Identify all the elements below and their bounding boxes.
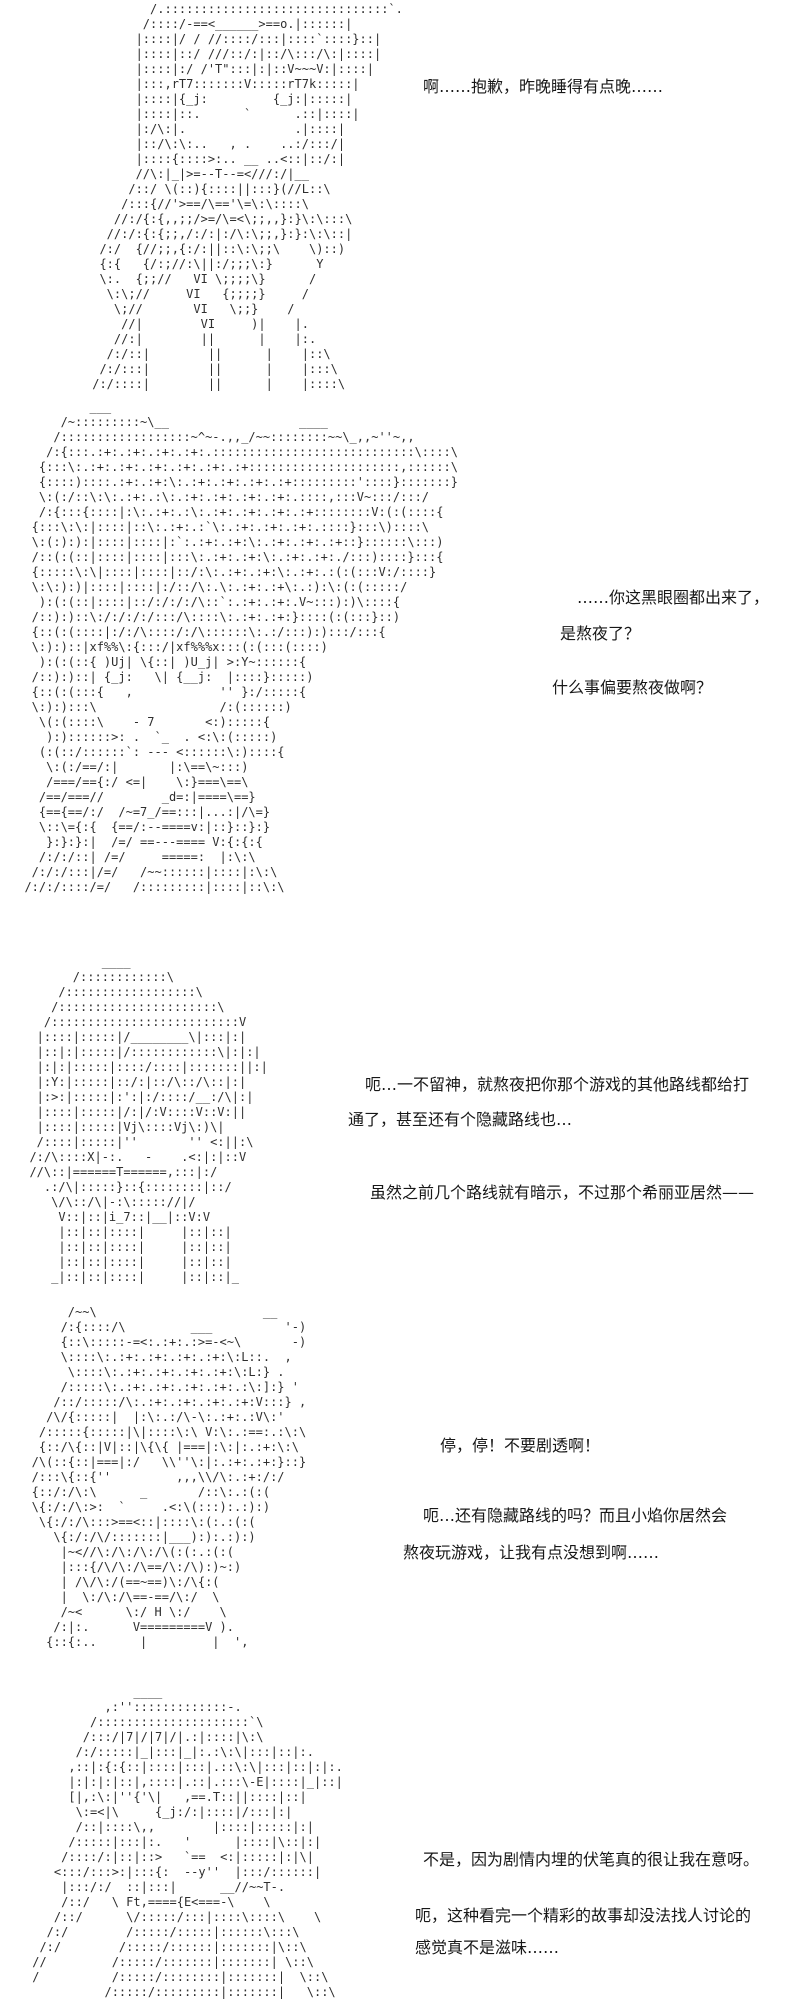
dialogue-panel-5-line-3: 感觉真不是滋味…… <box>415 1938 560 1957</box>
dialogue-panel-4-line-3: 熬夜玩游戏，让我有点没想到啊…… <box>403 1543 660 1562</box>
ascii-art-panel-4: /~~\ __ /:{::::/\ ___ '-) {::\:::::-=<:.… <box>31 1305 307 1649</box>
dialogue-panel-4-line-2: 呃…还有隐藏路线的吗？而且小焰你居然会 <box>423 1506 728 1525</box>
dialogue-panel-3-line-1: 呃…一不留神，就熬夜把你那个游戏的其他路线都给打 <box>365 1075 750 1094</box>
dialogue-panel-3-line-3: 虽然之前几个路线就有暗示，不过那个希丽亚居然—— <box>370 1183 755 1202</box>
dialogue-panel-2-line-3: 什么事偏要熬夜做啊？ <box>552 678 713 697</box>
dialogue-panel-2-line-2: 是熬夜了？ <box>560 624 641 643</box>
dialogue-panel-2-line-1: ……你这黑眼圈都出来了， <box>577 588 770 607</box>
ascii-art-panel-5: ____ ,:'':::::::::::::-. /::::::::::::::… <box>32 1685 343 1999</box>
dialogue-panel-4-line-1: 停，停！不要剧透啊！ <box>440 1436 601 1455</box>
ascii-art-panel-2: ___ /~:::::::::~\__ ____ /::::::::::::::… <box>24 400 458 894</box>
ascii-art-panel-1: /.:::::::::::::::::::::::::::::::`. /:::… <box>92 2 403 391</box>
dialogue-panel-1-line-1: 啊……抱歉，昨晚睡得有点晚…… <box>423 77 664 96</box>
dialogue-panel-5-line-2: 呃，这种看完一个精彩的故事却没法找人讨论的 <box>415 1906 752 1925</box>
dialogue-panel-5-line-1: 不是，因为剧情内埋的伏笔真的很让我在意呀。 <box>423 1850 760 1869</box>
ascii-art-panel-3: ____ /::::::::::::\ /::::::::::::::::::\… <box>29 955 268 1284</box>
dialogue-panel-3-line-2: 通了，甚至还有个隐藏路线也… <box>348 1110 573 1129</box>
